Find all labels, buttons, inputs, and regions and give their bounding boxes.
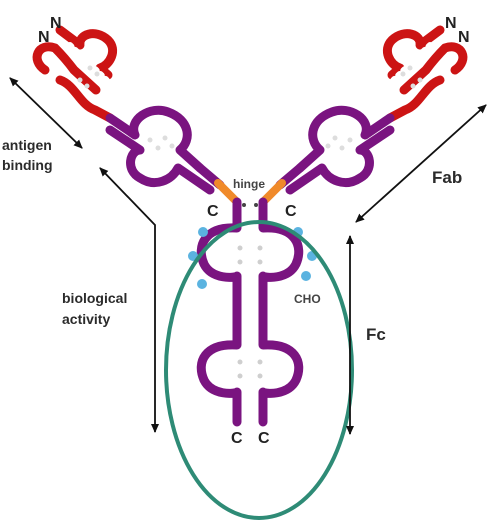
n-terminus-label-right-2: N bbox=[458, 29, 470, 46]
left-constant-domain bbox=[105, 105, 225, 195]
cho-label: CHO bbox=[294, 292, 321, 306]
antigen-binding-label-line1: antigen bbox=[2, 137, 52, 153]
biological-activity-arrow bbox=[99, 167, 159, 433]
hinge-label: hinge bbox=[233, 177, 265, 191]
n-terminus-label-right-1: N bbox=[445, 15, 457, 32]
biological-activity-label-line2: activity bbox=[62, 311, 110, 327]
fab-arrow bbox=[355, 104, 487, 223]
n-terminus-label-left-2: N bbox=[50, 15, 62, 32]
fc-label: Fc bbox=[366, 325, 386, 344]
antigen-binding-arrow bbox=[9, 77, 83, 149]
antigen-binding-label-line2: binding bbox=[2, 157, 53, 173]
arrows bbox=[9, 77, 487, 435]
right-variable-domain bbox=[382, 25, 468, 123]
left-disulfide-dots bbox=[77, 65, 175, 151]
c-terminus-label-light-left: C bbox=[207, 203, 219, 220]
hinge-disulfide-dots bbox=[242, 203, 258, 207]
fc-region-ellipse bbox=[164, 220, 354, 520]
c-terminus-label-light-right: C bbox=[285, 203, 297, 220]
right-constant-domain bbox=[275, 105, 395, 195]
fc-disulfide-dots bbox=[237, 245, 263, 379]
biological-activity-label-line1: biological bbox=[62, 290, 127, 306]
n-terminus-label-left-1: N bbox=[38, 29, 50, 46]
fab-label: Fab bbox=[432, 168, 462, 187]
right-disulfide-dots bbox=[325, 65, 423, 151]
c-terminus-label-heavy-right: C bbox=[258, 430, 270, 447]
fc-heavy-chains bbox=[196, 197, 304, 427]
c-terminus-label-heavy-left: C bbox=[231, 430, 243, 447]
